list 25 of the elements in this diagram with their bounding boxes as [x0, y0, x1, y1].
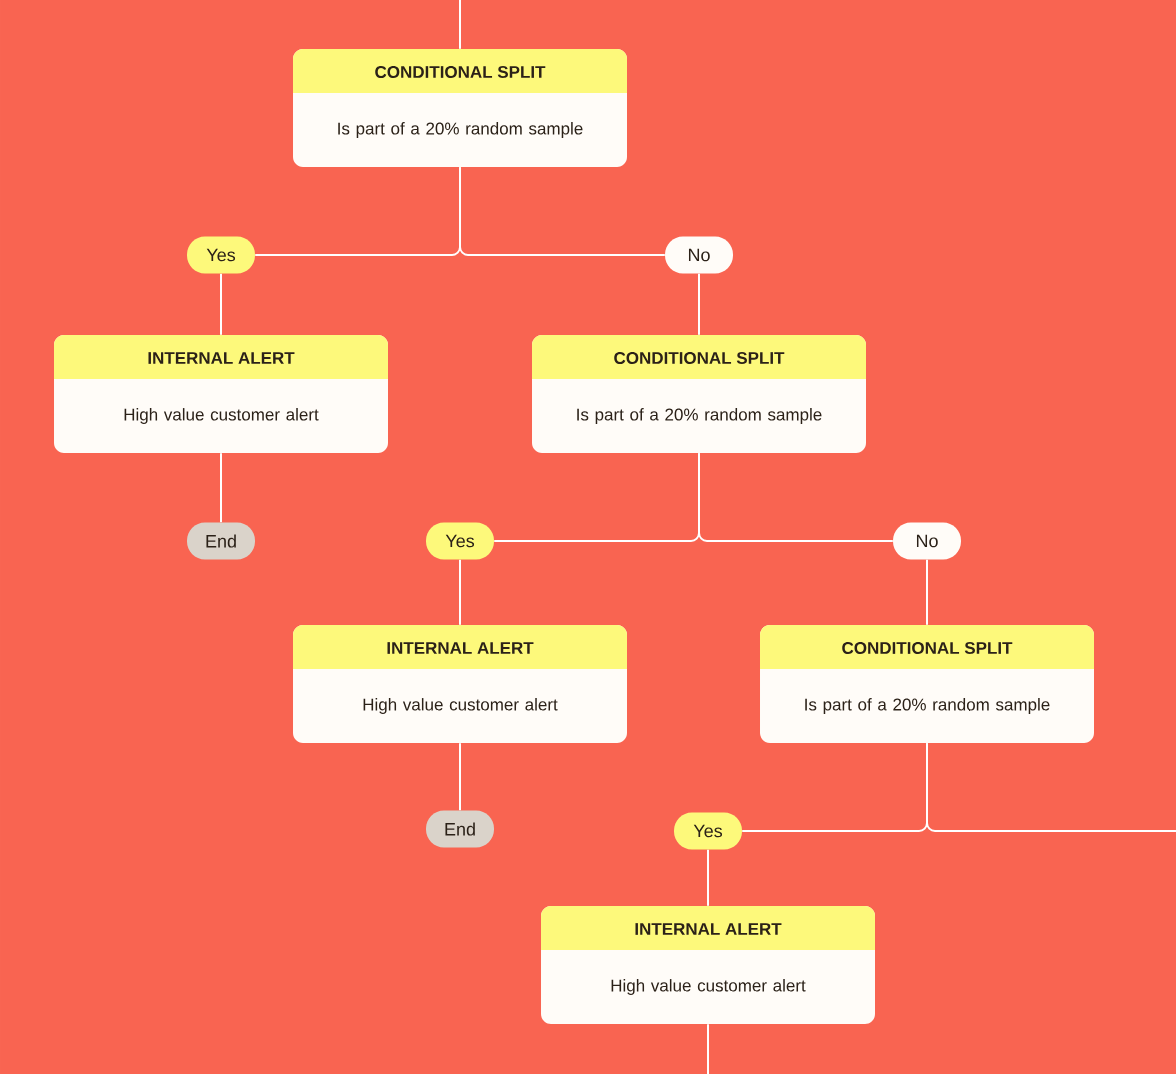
connector-line — [459, 0, 461, 50]
connector-line — [220, 272, 222, 336]
connector-line — [926, 742, 1176, 832]
branch-pill: Yes — [187, 236, 255, 274]
branch-pill: No — [893, 522, 961, 560]
connector-line — [698, 452, 894, 542]
connector-line — [926, 558, 928, 626]
connector-line — [707, 848, 709, 907]
step-card: INTERNAL ALERT High value customer alert — [54, 335, 388, 453]
connector-line — [459, 166, 666, 256]
connector-line — [707, 1023, 709, 1074]
step-card: INTERNAL ALERT High value customer alert — [293, 625, 627, 743]
connector-line — [459, 558, 461, 626]
end-pill: End — [426, 810, 494, 848]
step-card: CONDITIONAL SPLIT Is part of a 20% random sample — [532, 335, 866, 453]
end-pill: End — [187, 522, 255, 560]
connector-line — [220, 452, 222, 524]
step-card: CONDITIONAL SPLIT Is part of a 20% random sample — [760, 625, 1094, 743]
connector-line — [459, 742, 461, 812]
branch-pill: No — [665, 236, 733, 274]
connector-line — [698, 272, 700, 336]
branch-pill: Yes — [426, 522, 494, 560]
step-card: CONDITIONAL SPLIT Is part of a 20% random sample — [293, 49, 627, 167]
step-card: INTERNAL ALERT High value customer alert — [541, 906, 875, 1024]
branch-pill: Yes — [674, 812, 742, 850]
